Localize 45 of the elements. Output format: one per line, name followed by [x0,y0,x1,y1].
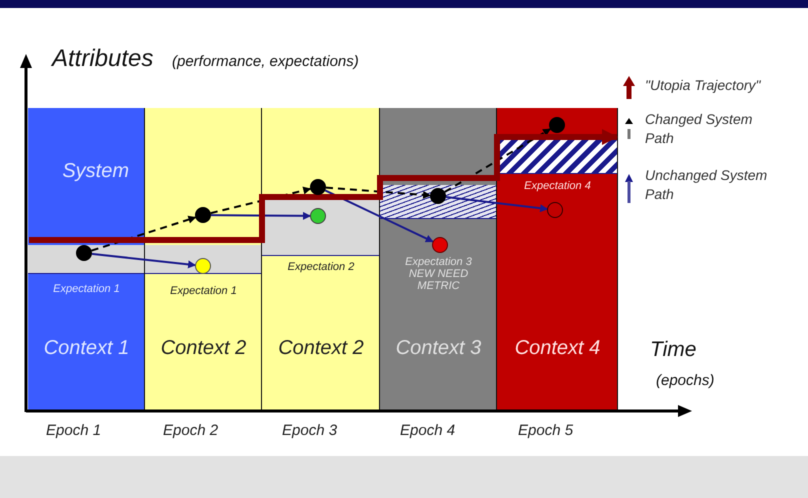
trajectory-arrow [29,129,618,243]
context-label: Context 2 [160,337,248,359]
epoch-column [262,108,380,410]
expectation-label: Expectation 3 NEW NEED METRIC [404,256,473,292]
context-label: Context 3 [394,337,482,359]
epoch-column [28,108,145,410]
epoch-column [380,108,497,410]
arrow [324,190,434,242]
axis-tick-label: Epoch 5 [518,422,574,439]
system-state-dot [432,237,448,253]
system-state-dot [549,117,565,133]
axis-tick-label: Epoch 1 [46,422,102,439]
system-state-dot [310,179,326,195]
system-label: System [61,160,129,182]
arrow [211,212,311,220]
expectation-label: Expectation 1 [52,283,121,296]
system-state-dot [76,245,92,261]
system-state-dot [310,208,326,224]
system-state-dot [195,207,211,223]
expectation-label: Expectation 1 [169,285,238,298]
axis-tick-label: Epoch 3 [282,422,338,439]
arrow [444,128,551,193]
system-state-dot [195,258,211,274]
axis-title: Time [650,338,696,362]
context-label: Context 4 [514,337,602,359]
axis-tick-label: Epoch 2 [163,422,218,439]
context-label: Context 1 [42,337,130,359]
legend-label: "Utopia Trajectory" [645,76,762,95]
axis-subtitle: (performance, expectations) [172,53,359,70]
arrow [91,216,196,252]
epoch-column [497,108,618,410]
arrow [326,186,432,199]
axis-title: Attributes [52,45,154,73]
epoch-column [145,108,262,410]
context-label: Context 2 [277,337,365,359]
expectation-label: Expectation 4 [523,180,592,192]
arrow [446,196,548,212]
legend-label: Unchanged System Path [645,166,768,204]
axis-subtitle: (epochs) [656,372,714,389]
expectation-label: Expectation 2 [286,261,356,274]
axis-tick-label: Epoch 4 [400,422,456,439]
system-state-dot [430,188,446,204]
legend-label: Changed System Path [645,110,754,148]
system-state-dot [547,202,563,218]
arrow [92,252,196,268]
